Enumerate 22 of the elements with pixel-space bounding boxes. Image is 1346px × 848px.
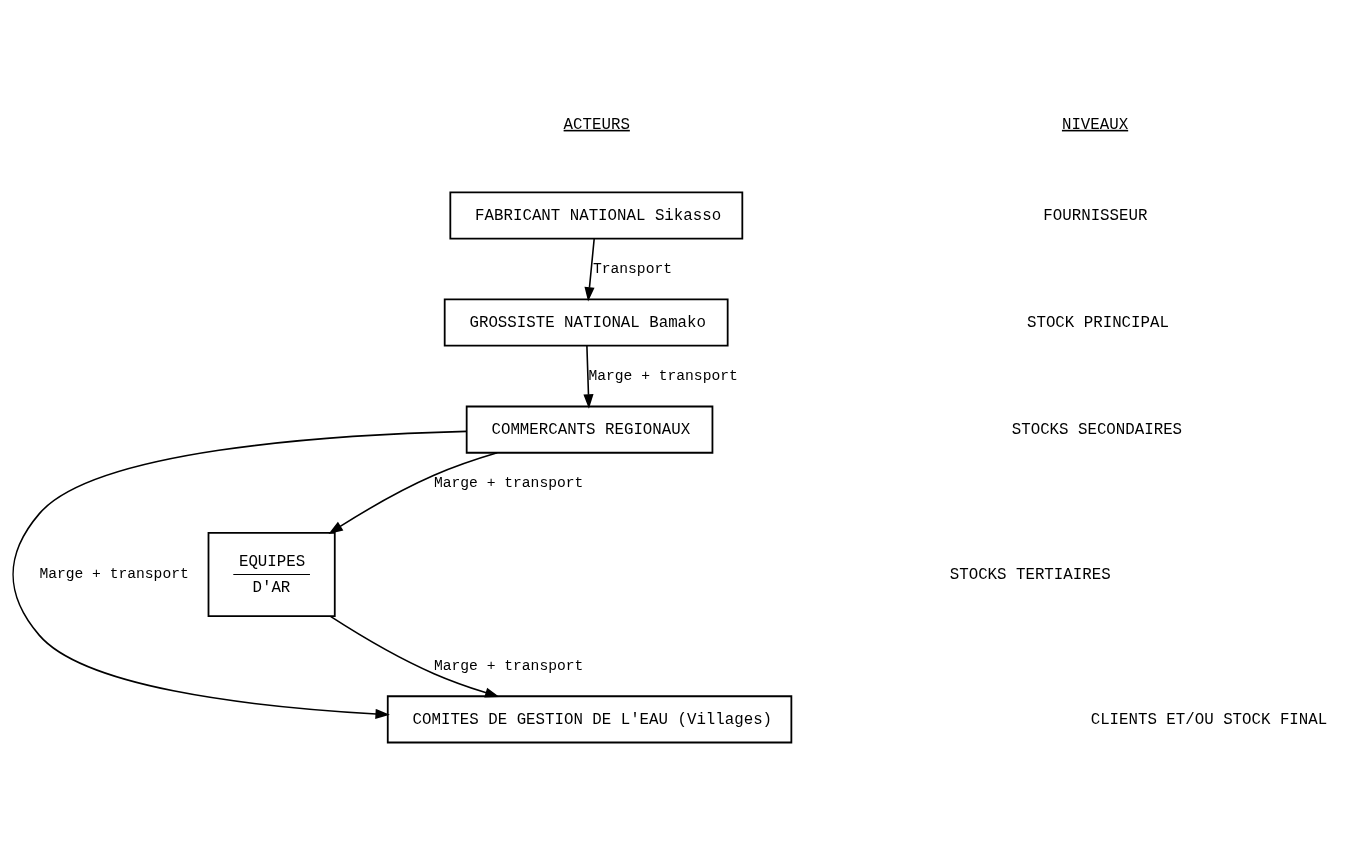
label: STOCK PRINCIPAL: [1026, 313, 1169, 332]
label: STOCKS TERTIAIRES: [949, 565, 1111, 584]
edge-label: Marge + transport: [39, 566, 189, 583]
label: NIVEAUX: [1061, 115, 1129, 134]
label: ACTEURS: [563, 115, 630, 134]
edge-label: Marge + transport: [433, 475, 584, 492]
edge-label: Marge + transport: [433, 657, 584, 674]
arrow: [583, 345, 594, 409]
node-box: COMMERCANTS REGIONAUX: [465, 405, 714, 454]
arrow: [328, 452, 499, 534]
arrow: [12, 430, 468, 719]
node-box: FABRICANT NATIONAL Sikasso: [449, 191, 744, 240]
label: STOCKS SECONDAIRES: [1011, 420, 1183, 439]
node-box: COMITES DE GESTION DE L'EAU (Villages): [386, 695, 793, 744]
node-box: EQUIPES D'AR: [207, 531, 336, 618]
edge-label: Marge + transport: [588, 367, 738, 384]
edge-label: Transport: [592, 260, 673, 277]
label: CLIENTS ET/OU STOCK FINAL: [1090, 710, 1328, 729]
node-box: GROSSISTE NATIONAL Bamako: [443, 298, 729, 347]
arrow: [584, 238, 595, 302]
label: FOURNISSEUR: [1043, 206, 1148, 225]
arrow: [329, 615, 500, 698]
